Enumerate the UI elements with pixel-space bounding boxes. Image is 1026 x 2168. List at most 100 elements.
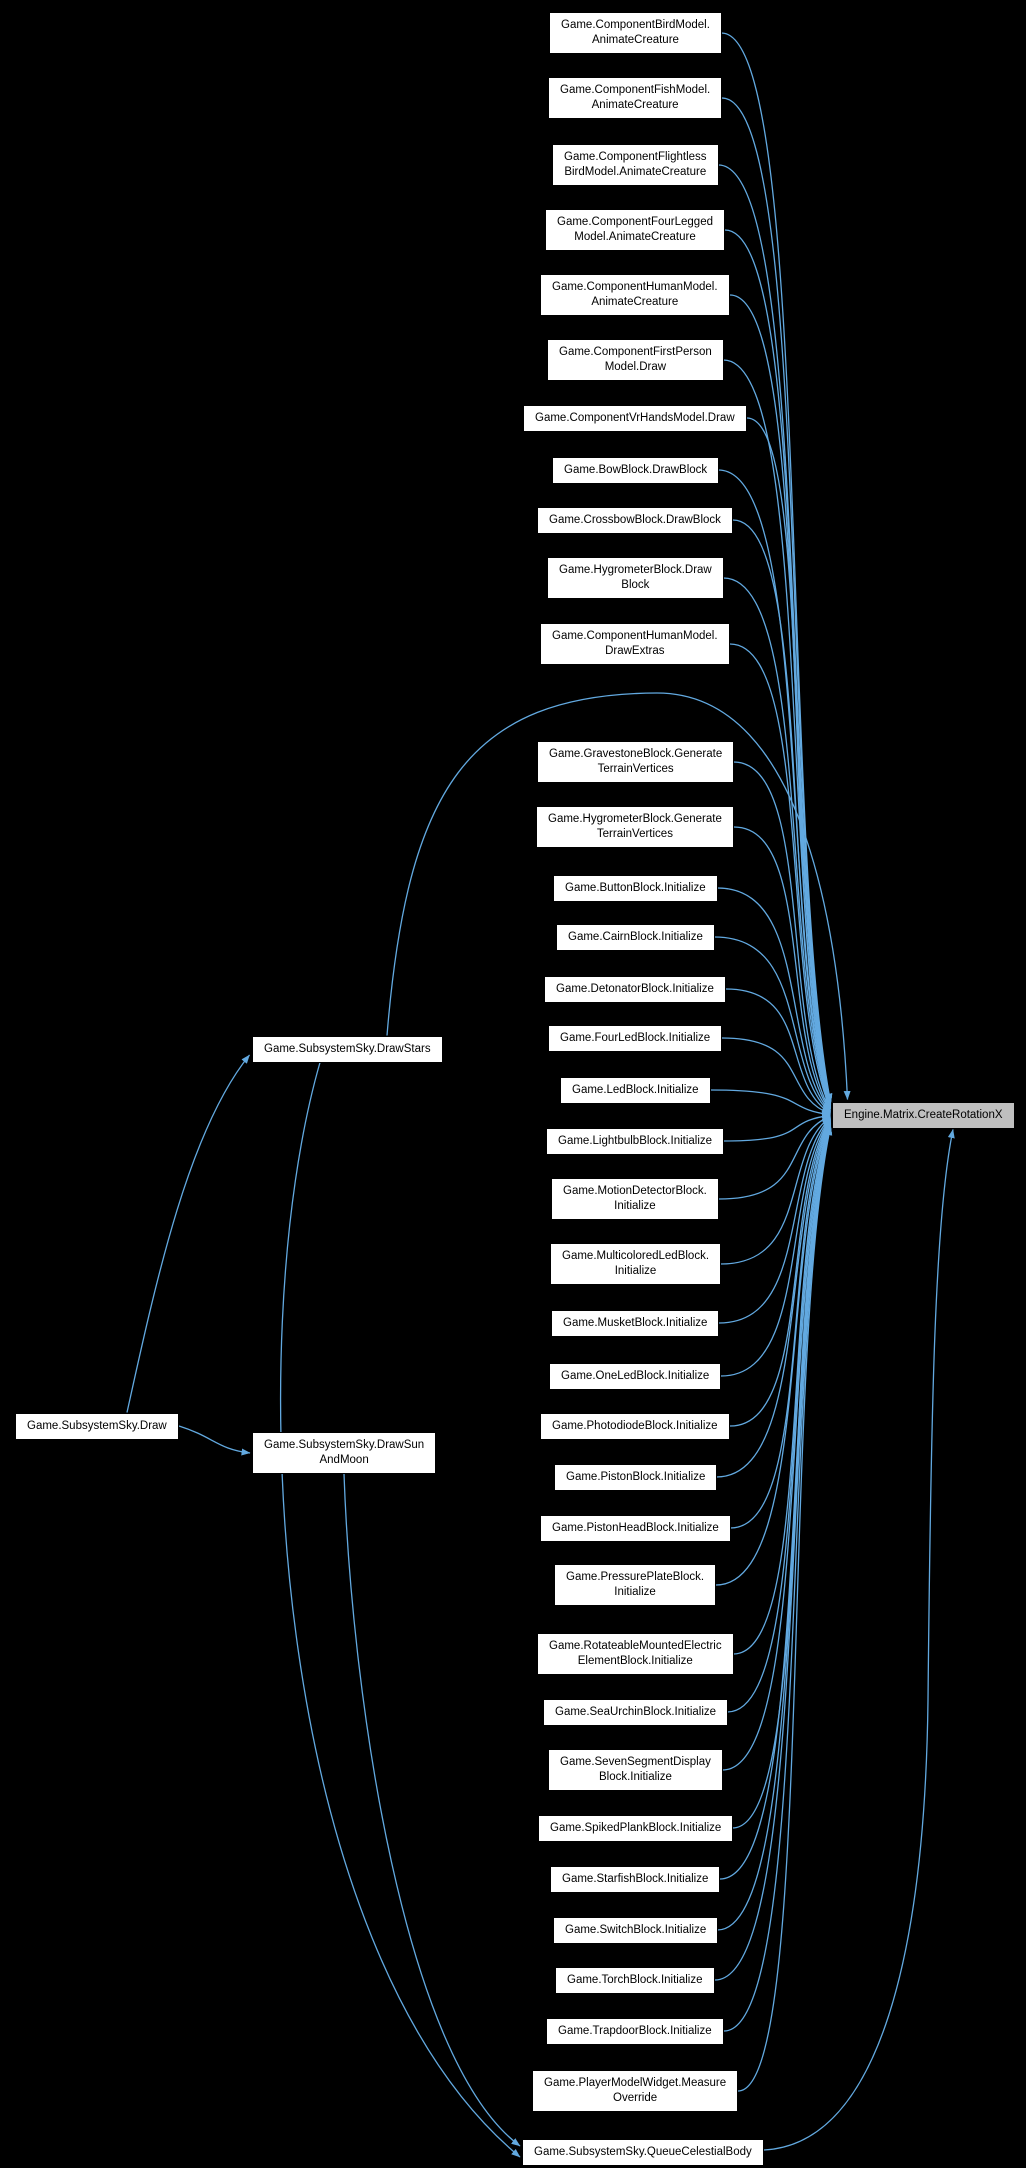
node-label: Block.Initialize: [598, 1771, 672, 1784]
graph-node-button[interactable]: Game.ButtonBlock.Initialize: [553, 875, 718, 903]
graph-node-spikedplank[interactable]: Game.SpikedPlankBlock.Initialize: [538, 1815, 734, 1843]
call-edge: [723, 359, 832, 1107]
graph-node-starfish[interactable]: Game.StarfishBlock.Initialize: [550, 1866, 721, 1894]
node-label: Game.GravestoneBlock.Generate: [549, 748, 723, 760]
node-label: AnimateCreature: [591, 99, 679, 112]
graph-node-torch[interactable]: Game.TorchBlock.Initialize: [555, 1967, 715, 1995]
graph-node-seaurchin[interactable]: Game.SeaUrchinBlock.Initialize: [543, 1699, 729, 1727]
graph-node-fourled[interactable]: Game.FourLedBlock.Initialize: [548, 1025, 723, 1053]
node-label: Game.SubsystemSky.Draw: [27, 1420, 167, 1432]
graph-node-detonator[interactable]: Game.DetonatorBlock.Initialize: [544, 976, 726, 1004]
node-label: Game.PistonBlock.Initialize: [566, 1471, 706, 1483]
call-edge: [720, 1116, 831, 1265]
node-label: Game.TrapdoorBlock.Initialize: [558, 2025, 712, 2037]
node-label: Game.FourLedBlock.Initialize: [560, 1032, 711, 1044]
node-label: Game.BowBlock.DrawBlock: [564, 464, 708, 476]
node-label: TerrainVertices: [597, 763, 674, 776]
graph-node-cairn[interactable]: Game.CairnBlock.Initialize: [556, 924, 715, 952]
call-edge: [727, 1121, 832, 1713]
node-label: Game.TorchBlock.Initialize: [567, 1974, 703, 1986]
graph-node-target: Engine.Matrix.CreateRotationX: [832, 1102, 1015, 1130]
node-label: Game.SubsystemSky.DrawSun: [264, 1439, 425, 1451]
graph-node-bird[interactable]: Game.ComponentBirdModel.AnimateCreature: [549, 12, 722, 55]
node-label: Game.HygrometerBlock.Generate: [548, 813, 722, 825]
node-label: AnimateCreature: [591, 296, 679, 309]
graph-node-oneled[interactable]: Game.OneLedBlock.Initialize: [549, 1363, 722, 1391]
node-label: Game.HygrometerBlock.Draw: [559, 564, 712, 576]
node-label: Model.AnimateCreature: [574, 231, 696, 244]
node-label: DrawExtras: [605, 645, 665, 658]
graph-node-bow[interactable]: Game.BowBlock.DrawBlock: [552, 457, 720, 485]
graph-node-crossbow[interactable]: Game.CrossbowBlock.DrawBlock: [537, 507, 733, 535]
call-edge: [718, 164, 833, 1105]
node-label: Game.ButtonBlock.Initialize: [565, 882, 706, 894]
call-edge: [386, 692, 851, 1100]
graph-node-lightbulb[interactable]: Game.LightbulbBlock.Initialize: [546, 1128, 725, 1156]
node-label: BirdModel.AnimateCreature: [564, 166, 707, 179]
node-label: Game.DetonatorBlock.Initialize: [556, 983, 714, 995]
node-label: Game.PressurePlateBlock.: [566, 1571, 705, 1583]
call-edge: [343, 1473, 521, 2147]
node-label: Game.SpikedPlankBlock.Initialize: [550, 1822, 722, 1834]
graph-node-drawstars[interactable]: Game.SubsystemSky.DrawStars: [252, 1036, 443, 1064]
graph-node-drawextras[interactable]: Game.ComponentHumanModel. DrawExtras: [540, 623, 730, 666]
graph-node-motiondetector[interactable]: Game.MotionDetectorBlock.Initialize: [551, 1178, 719, 1221]
node-label: Game.ComponentFirstPerson: [559, 346, 712, 358]
graph-node-pistonhead[interactable]: Game.PistonHeadBlock.Initialize: [540, 1515, 731, 1543]
call-edge: [729, 1118, 832, 1427]
graph-node-photodiode[interactable]: Game.PhotodiodeBlock.Initialize: [540, 1413, 730, 1441]
graph-node-musket[interactable]: Game.MusketBlock.Initialize: [551, 1310, 720, 1338]
graph-node-pressureplate[interactable]: Game.PressurePlateBlock. Initialize: [554, 1564, 717, 1607]
call-edge: [715, 1120, 832, 1586]
node-label: Game.SubsystemSky.DrawStars: [264, 1043, 431, 1055]
node-label: Game.SubsystemSky.QueueCelestialBody: [534, 2146, 752, 2158]
node-label: Game.MulticoloredLedBlock.: [562, 1250, 710, 1262]
node-label: Game.ComponentFourLegged: [557, 216, 713, 228]
call-edge: [721, 97, 833, 1104]
call-edge: [710, 1089, 831, 1118]
graph-node-trapdoor[interactable]: Game.TrapdoorBlock.Initialize: [546, 2018, 724, 2046]
graph-node-humananim[interactable]: Game.ComponentHumanModel.AnimateCreature: [540, 274, 730, 317]
call-edge: [718, 1117, 831, 1324]
call-edge: [721, 1037, 831, 1115]
call-edge: [725, 988, 831, 1115]
call-edge: [719, 1123, 832, 1880]
node-label: Game.SwitchBlock.Initialize: [565, 1924, 707, 1936]
graph-node-multicoloredled[interactable]: Game.MulticoloredLedBlock. Initialize: [550, 1243, 722, 1286]
node-label: Game.SeaUrchinBlock.Initialize: [555, 1706, 717, 1718]
call-edge: [723, 1112, 831, 1142]
graph-node-piston[interactable]: Game.PistonBlock.Initialize: [554, 1464, 718, 1492]
node-label: Override: [613, 2092, 658, 2105]
node-label: Initialize: [614, 1586, 656, 1599]
call-edge: [126, 1054, 251, 1413]
graph-node-fish[interactable]: Game.ComponentFishModel.AnimateCreature: [548, 77, 723, 120]
node-label: Initialize: [614, 1265, 657, 1278]
call-edge: [178, 1425, 251, 1456]
graph-node-queue[interactable]: Game.SubsystemSky.QueueCelestialBody: [522, 2139, 764, 2167]
node-label: ElementBlock.Initialize: [577, 1655, 693, 1668]
node-label: Game.LedBlock.Initialize: [572, 1084, 699, 1096]
node-label: Game.CairnBlock.Initialize: [568, 931, 703, 943]
graph-node-led[interactable]: Game.LedBlock.Initialize: [560, 1077, 711, 1105]
call-edge: [722, 1122, 832, 1771]
call-edge: [714, 936, 831, 1114]
graph-node-draw[interactable]: Game.SubsystemSky.Draw: [15, 1413, 179, 1441]
graph-node-switch[interactable]: Game.SwitchBlock.Initialize: [553, 1917, 719, 1945]
call-edge: [720, 1117, 832, 1377]
node-label: Game.ComponentHumanModel.: [552, 630, 718, 642]
node-label: Engine.Matrix.CreateRotationX: [844, 1109, 1003, 1121]
graph-node-vrhands[interactable]: Game.ComponentVrHandsModel.Draw: [523, 405, 747, 433]
node-label: AndMoon: [319, 1454, 369, 1467]
